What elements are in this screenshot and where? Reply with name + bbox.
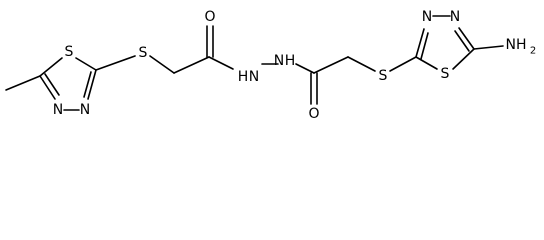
atom-labels: S N N S O N H N H O S N N S NH 2 (53, 9, 536, 122)
bond-ring1-n-c-double-b (44, 73, 60, 96)
atom-o-carbonyl1: O (204, 9, 215, 25)
bond-ring2-n-c-double-b (454, 30, 470, 52)
atom-n-ring2-right: N (450, 9, 460, 25)
atom-s-thioether1: S (139, 45, 148, 61)
bond-nh-co-2 (295, 63, 315, 74)
bond-ring1-s-c (75, 57, 97, 71)
atom-h-hydrazide2: H (285, 53, 296, 69)
bond-s-c-thioether2 (389, 56, 417, 72)
chemical-structure-diagram: S N N S O N H N H O S N N S NH 2 (5, 9, 536, 122)
bond-co-nh-1 (208, 56, 234, 70)
bond-ring2-c-n-double-b (420, 32, 429, 60)
bond-ring2-n-c-double-a (458, 27, 475, 50)
bond-ring1-c-n-double-a (87, 69, 97, 100)
atom-s-ring1: S (65, 44, 74, 60)
bond-ring1-n-c-double-a (39, 75, 56, 100)
bond-ch2-co-1 (173, 56, 210, 74)
bond-co-ch2-2 (313, 56, 349, 74)
bond-ring2-s-c (415, 56, 438, 70)
bond-ring2-c-s (452, 48, 475, 70)
bond-methyl (5, 75, 41, 91)
atom-n-ring2-left: N (422, 9, 432, 25)
atom-n-hydrazide2: N (274, 53, 284, 69)
atom-n-hydrazide1: N (249, 69, 259, 85)
atom-s-ring2: S (441, 66, 450, 82)
atom-h-hydrazide1: H (238, 69, 249, 85)
bond-ring1-c-n-double-b (83, 71, 92, 98)
bond-s-ch2-1 (149, 55, 175, 74)
atom-nh2: NH (506, 37, 527, 53)
atom-o-carbonyl2: O (308, 106, 319, 122)
bonds (5, 15, 504, 111)
bond-ch2-s-2 (347, 56, 376, 72)
bond-ring1-c-s (39, 57, 63, 77)
bond-ring2-c-n-double-a (415, 28, 425, 58)
atom-nh2-subscript: 2 (530, 46, 536, 57)
atom-n-ring1-lower-right: N (80, 102, 90, 118)
molecule-drawing: S N N S O N H N H O S N N S NH 2 (5, 9, 536, 122)
atom-s-thioether2: S (379, 68, 388, 84)
bond-c-nh2 (473, 45, 504, 50)
bond-c-s-thioether1 (95, 55, 136, 71)
atom-n-ring1-lower-left: N (53, 102, 63, 118)
